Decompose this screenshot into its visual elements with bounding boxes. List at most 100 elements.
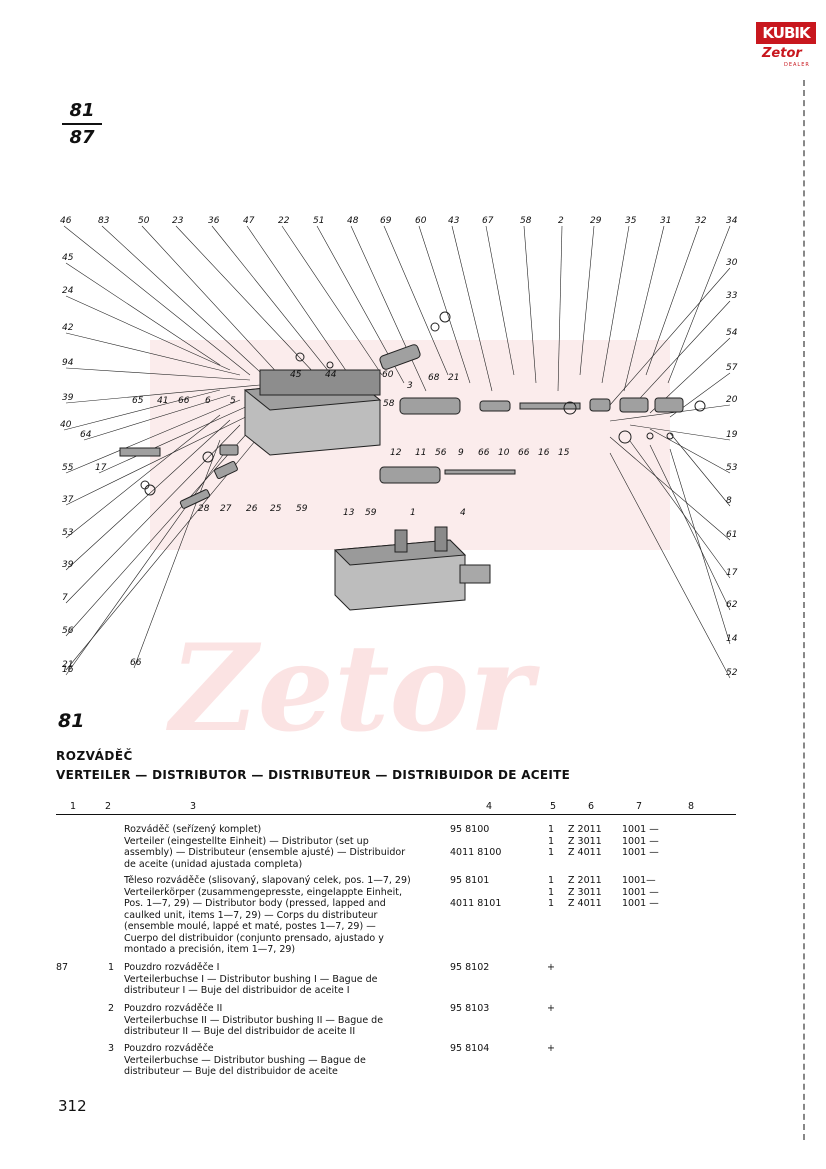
callout-top-60: 60	[415, 216, 427, 226]
callout-leader	[629, 300, 731, 410]
callout-leader	[65, 367, 251, 381]
callout-inner-4: 4	[460, 508, 466, 518]
callout-left-37: 37	[62, 495, 74, 505]
callout-leader	[281, 225, 383, 376]
callout-inner-65: 65	[132, 396, 144, 406]
callout-left-39: 39	[62, 393, 74, 403]
callout-left-17: 17	[95, 463, 107, 473]
logo-dealer: DEALER	[784, 62, 810, 68]
callout-inner-13: 13	[343, 508, 355, 518]
cell-pos: 2	[107, 1003, 114, 1014]
cell-model: Z 2011 Z 3011 Z 4011	[568, 875, 602, 909]
cell-part-number: 95 8101 4011 8101	[450, 875, 502, 909]
cell-description: Rozváděč (seřízený komplet) Verteiler (e…	[124, 824, 406, 870]
callout-inner-6: 6	[205, 396, 211, 406]
callout-right-54: 54	[726, 328, 738, 338]
callout-right-30: 30	[726, 258, 738, 268]
callout-leader	[645, 225, 700, 376]
callout-inner-9: 9	[458, 448, 464, 458]
figure-ref-bottom: 87	[69, 127, 95, 148]
col-3-header: 3	[190, 801, 197, 812]
col-2-header: 2	[105, 801, 112, 812]
callout-leader	[141, 225, 295, 392]
callout-inner-60: 60	[382, 370, 394, 380]
callout-right-14: 14	[726, 634, 738, 644]
callout-leader	[418, 225, 471, 384]
figure-reference: 81 87	[62, 100, 102, 148]
callout-leader	[669, 448, 731, 645]
kubik-zetor-logo: KUBIK Zetor DEALER	[756, 18, 818, 70]
callout-leader	[65, 409, 261, 506]
callout-leader	[609, 267, 731, 406]
callout-top-34: 34	[726, 216, 738, 226]
callout-top-23: 23	[172, 216, 184, 226]
cell-part-number: 95 8104	[450, 1043, 490, 1054]
callout-top-46: 46	[60, 216, 72, 226]
col-6-header: 6	[588, 801, 595, 812]
callout-inner-27: 27	[220, 504, 232, 514]
page-edge-rule	[803, 80, 807, 1140]
callout-leader	[83, 394, 231, 441]
callout-top-2: 2	[558, 216, 564, 226]
callout-leader	[649, 428, 731, 474]
callout-leader	[557, 225, 563, 392]
callout-leader	[65, 262, 221, 366]
cell-description: Těleso rozváděče (slisovaný, slapovaný c…	[124, 875, 411, 955]
col-1-header: 1	[70, 801, 77, 812]
callout-top-69: 69	[380, 216, 392, 226]
callout-inner-66: 66	[178, 396, 190, 406]
callout-leader	[383, 225, 449, 376]
callout-right-33: 33	[726, 291, 738, 301]
callout-leader	[601, 225, 630, 384]
callout-leader	[350, 225, 427, 392]
callout-leader	[65, 332, 241, 376]
callout-right-19: 19	[726, 430, 738, 440]
spools	[119, 344, 684, 509]
zetor-watermark: Zetor	[150, 340, 670, 759]
callout-inner-10: 10	[498, 448, 510, 458]
col-4-header: 4	[486, 801, 493, 812]
callout-top-48: 48	[347, 216, 359, 226]
callout-right-57: 57	[726, 363, 738, 373]
callout-left-24: 24	[62, 286, 74, 296]
callout-inner-56: 56	[435, 448, 447, 458]
cell-qty: +	[547, 1003, 555, 1014]
callout-top-35: 35	[625, 216, 637, 226]
cell-part-number: 95 8102	[450, 962, 490, 973]
callout-inner-15: 15	[558, 448, 570, 458]
callout-leader	[211, 225, 339, 384]
callout-left-64: 64	[80, 430, 92, 440]
callout-inner-5: 5	[230, 396, 236, 406]
callout-top-29: 29	[590, 216, 602, 226]
callout-left-66: 66	[130, 658, 142, 668]
callout-leader	[629, 440, 731, 579]
callout-right-52: 52	[726, 668, 738, 678]
cell-description: Pouzdro rozváděče II Verteilerbuchse II …	[124, 1003, 384, 1037]
callout-top-51: 51	[313, 216, 324, 226]
callout-top-43: 43	[448, 216, 460, 226]
assembled-unit	[333, 526, 491, 611]
callout-leader	[609, 452, 731, 679]
callout-inner-58: 58	[383, 399, 395, 409]
callout-leader	[65, 424, 241, 604]
callout-leader	[246, 225, 361, 392]
callout-top-47: 47	[243, 216, 255, 226]
callout-top-83: 83	[98, 216, 110, 226]
callout-leader	[65, 384, 261, 404]
section-title: ROZVÁDĚČ	[56, 749, 133, 763]
watermark-text: Zetor	[166, 618, 540, 759]
section-subtitle: VERTEILER — DISTRIBUTOR — DISTRIBUTEUR —…	[56, 768, 571, 782]
callout-leader	[133, 439, 221, 669]
callout-left-39: 39	[62, 560, 74, 570]
col-5-header: 5	[550, 801, 557, 812]
small-rings	[140, 311, 706, 496]
group-number: 81	[58, 710, 85, 732]
logo-kubik: KUBIK	[756, 22, 816, 44]
callout-leader	[175, 225, 317, 376]
callout-inner-21: 21	[448, 373, 459, 383]
callout-inner-25: 25	[270, 504, 282, 514]
callout-inner-59: 59	[365, 508, 377, 518]
callout-top-32: 32	[695, 216, 707, 226]
callout-inner-11: 11	[415, 448, 426, 458]
